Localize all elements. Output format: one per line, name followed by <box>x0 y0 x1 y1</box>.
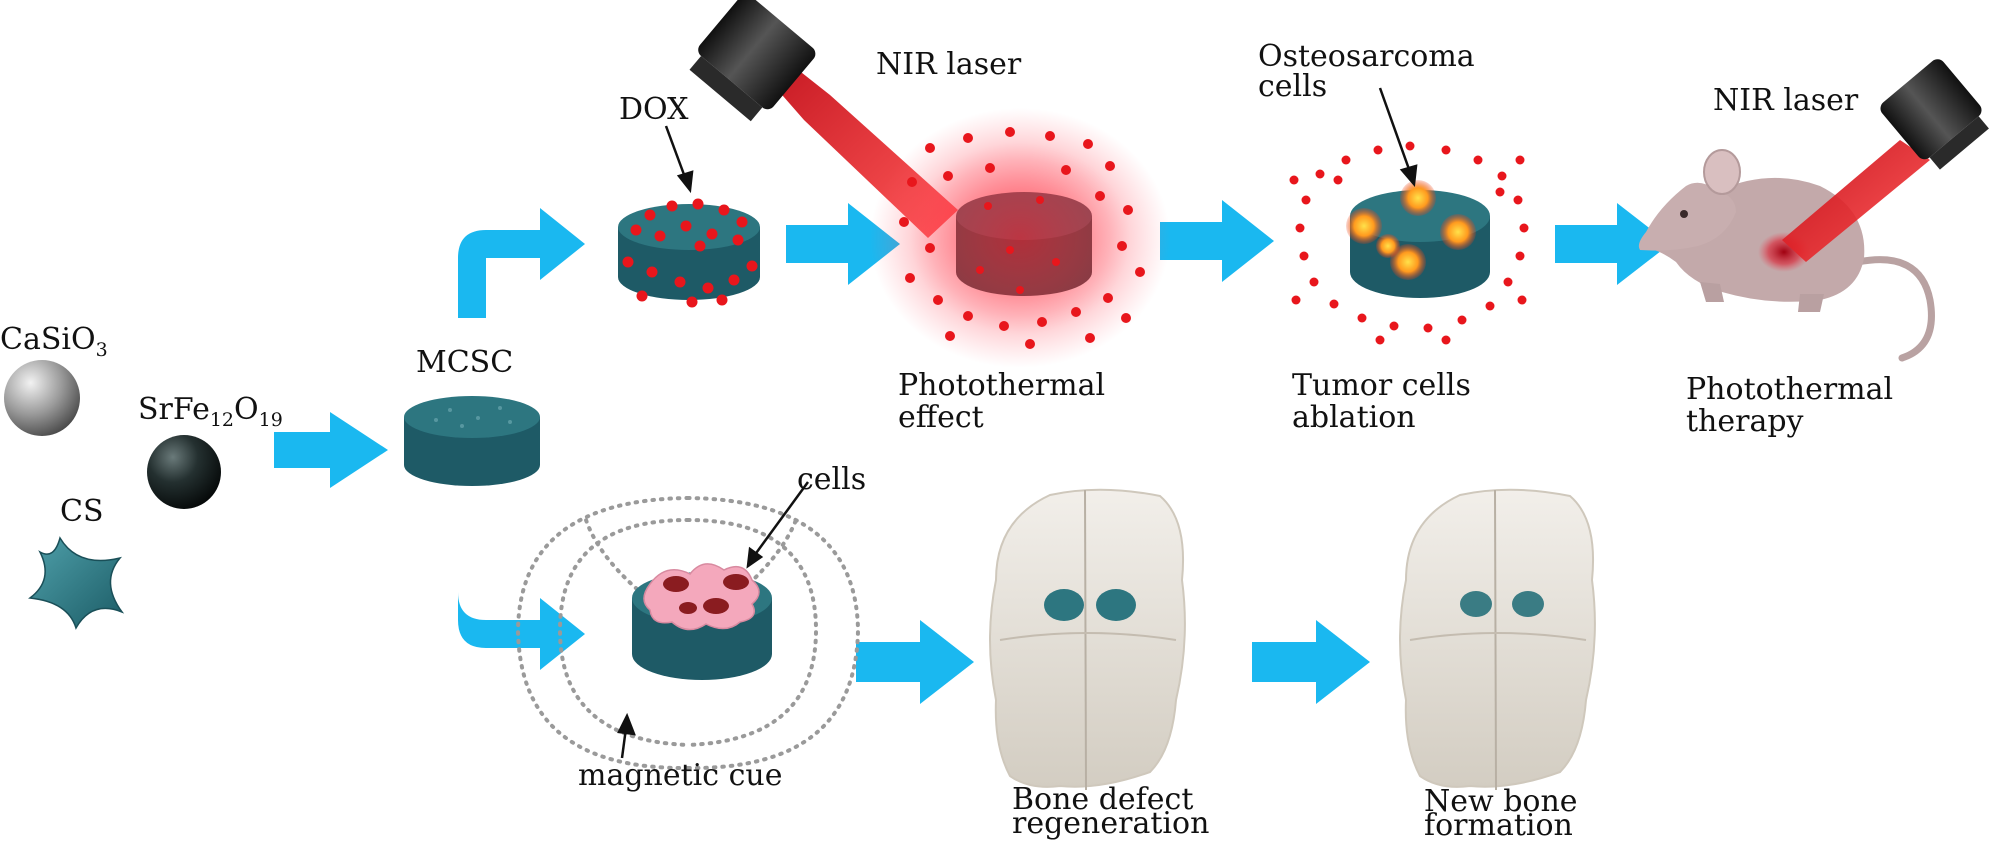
new-bone-right <box>1512 591 1544 617</box>
arrow-branch-down <box>458 540 585 670</box>
defect-implant-left <box>1044 589 1084 621</box>
label-new-bone-formation: New bone formation <box>1424 784 1578 843</box>
mouse-eye <box>1680 210 1688 218</box>
casio3-sphere <box>4 360 80 436</box>
dox-loaded-scaffold <box>618 198 760 308</box>
label-cells: cells <box>797 462 867 497</box>
arrow-to-therapy <box>1555 203 1670 285</box>
label-photothermal-therapy: Photothermal therapy <box>1686 372 1894 439</box>
label-mcsc: MCSC <box>416 345 514 380</box>
label-casio3: CaSiO3 <box>0 322 108 362</box>
mouse-body <box>1646 177 1865 302</box>
osteosarcoma-cells <box>1346 180 1476 280</box>
mouse-ear <box>1703 149 1741 195</box>
label-osteosarcoma: Osteosarcoma cells <box>1258 39 1475 104</box>
mouse-illustration <box>1638 149 1935 362</box>
defect-implant-right <box>1096 589 1136 621</box>
arrow-branch-up <box>458 208 585 318</box>
arrow-to-ablation <box>1160 200 1274 282</box>
mouse-head <box>1638 182 1736 251</box>
photothermal-scaffold <box>870 108 1170 368</box>
skull-new-bone <box>1399 488 1596 791</box>
ablation-dox-dots <box>1289 141 1529 345</box>
pointer-arrows <box>617 87 1418 759</box>
arrow-to-skull-1 <box>856 620 974 704</box>
mouse-legs <box>1700 282 1824 312</box>
cs-star-shape <box>28 536 125 630</box>
label-magnetic-cue: magnetic cue <box>578 758 783 793</box>
nir-laser-device-2 <box>1782 59 1989 262</box>
cell-seeded-scaffold <box>632 563 772 680</box>
arrow-to-skull-2 <box>1252 620 1370 704</box>
label-nir-laser-1: NIR laser <box>876 47 1022 82</box>
new-bone-left <box>1460 591 1492 617</box>
released-dox-dots <box>899 127 1145 349</box>
cell-nuclei <box>663 574 749 614</box>
label-nir-laser-2: NIR laser <box>1713 83 1859 118</box>
srfe12o19-sphere <box>147 435 221 509</box>
label-tumor-ablation: Tumor cells ablation <box>1292 368 1471 435</box>
dox-drug-dots <box>622 198 758 308</box>
label-bone-defect-regeneration: Bone defect regeneration <box>1012 782 1210 841</box>
label-cs: CS <box>60 494 104 529</box>
magnetic-field-lines <box>515 496 861 771</box>
mcsc-scaffold <box>404 396 540 486</box>
label-photothermal-effect: Photothermal effect <box>898 368 1106 435</box>
label-dox: DOX <box>619 92 689 127</box>
mouse-tail <box>1854 256 1935 362</box>
tumor-ablation-scaffold <box>1289 141 1529 345</box>
skull-bone-defect <box>989 488 1186 791</box>
label-srfe12o19: SrFe12O19 <box>138 392 283 432</box>
pink-cells <box>643 563 760 631</box>
arrow-to-mcsc <box>274 412 388 488</box>
